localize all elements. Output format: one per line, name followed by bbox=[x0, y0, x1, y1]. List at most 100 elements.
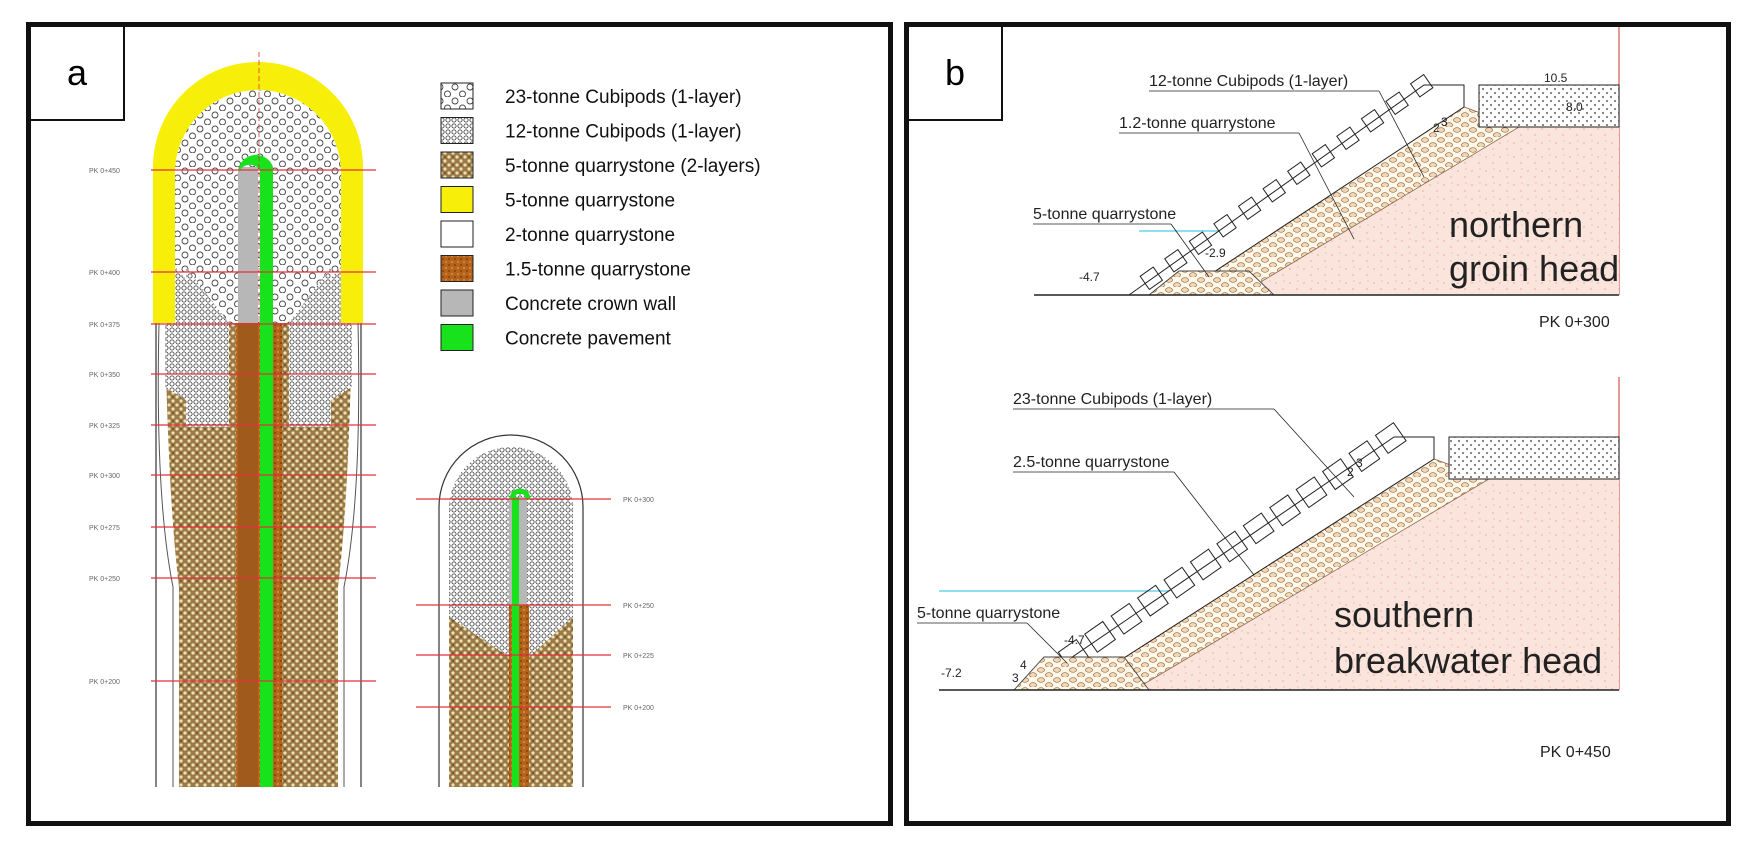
south-elev-toe: -4.7 bbox=[1064, 633, 1085, 647]
north-cubipod-5 bbox=[1262, 178, 1287, 203]
legend-label-1: 12-tonne Cubipods (1-layer) bbox=[505, 122, 742, 143]
legend-label-5: 1.5-tonne quarrystone bbox=[505, 260, 691, 281]
south-cubipod-6 bbox=[1189, 548, 1222, 581]
south-cubipod-12 bbox=[1348, 440, 1381, 473]
south-cubipod-2 bbox=[1084, 620, 1117, 653]
legend: 23-tonne Cubipods (1-layer) 12-tonne Cubi… bbox=[440, 82, 761, 351]
small-green-pavement bbox=[512, 497, 519, 787]
south-cubipod-9 bbox=[1269, 494, 1302, 527]
small-pk-label-2: PK 0+225 bbox=[623, 653, 654, 660]
pk-label-3: PK 0+350 bbox=[89, 372, 120, 379]
north-cubipod-10 bbox=[1385, 91, 1409, 116]
south-toe-slope-v: 3 bbox=[1012, 671, 1019, 685]
yellow-5t-quarrystone-head bbox=[153, 62, 363, 323]
legend-swatch-yellow bbox=[440, 186, 474, 213]
north-leader-toe bbox=[1170, 223, 1210, 278]
south-cubipod-5 bbox=[1163, 566, 1196, 599]
north-cubipod-1 bbox=[1164, 248, 1188, 273]
south-leader-toe bbox=[1026, 622, 1068, 664]
legend-swatch-cubipod12 bbox=[440, 117, 474, 144]
north-cubipod-9 bbox=[1360, 108, 1385, 133]
south-core bbox=[1134, 479, 1619, 690]
cubipod-12-sides bbox=[165, 323, 352, 427]
south-crest-block bbox=[1448, 436, 1620, 480]
legend-swatch-orange bbox=[440, 255, 474, 282]
north-label-armour: 12-tonne Cubipods (1-layer) bbox=[1149, 73, 1348, 90]
south-slope-v: 2 bbox=[1347, 465, 1354, 479]
south-cubipod-11 bbox=[1321, 458, 1354, 491]
legend-label-6: Concrete crown wall bbox=[505, 294, 676, 315]
south-label-armour: 23-tonne Cubipods (1-layer) bbox=[1013, 391, 1212, 408]
legend-label-0: 23-tonne Cubipods (1-layer) bbox=[505, 87, 742, 108]
north-elev-base: -4.7 bbox=[1079, 270, 1100, 284]
south-label-toe: 5-tonne quarrystone bbox=[917, 605, 1060, 622]
pk-label-5: PK 0+300 bbox=[89, 473, 120, 480]
south-label-underlayer: 2.5-tonne quarrystone bbox=[1013, 454, 1170, 471]
north-elev-top: 10.5 bbox=[1544, 71, 1568, 85]
south-cubipod-3 bbox=[1110, 602, 1143, 635]
north-leader-armour bbox=[1378, 90, 1425, 178]
outline-inner bbox=[157, 322, 360, 787]
small-green-arc bbox=[509, 488, 531, 500]
legend-swatch-quarry5x2 bbox=[440, 151, 474, 179]
north-crest-block bbox=[1478, 84, 1620, 128]
pk-label-4: PK 0+325 bbox=[89, 423, 120, 430]
cross-section-drawing: 12-tonne Cubipods (1-layer) 1.2-tonne qua… bbox=[917, 27, 1620, 761]
legend-swatch-green bbox=[440, 324, 474, 351]
small-pk-label-3: PK 0+200 bbox=[623, 705, 654, 712]
north-elev-toe: -2.9 bbox=[1205, 246, 1226, 260]
legend-swatch-grey bbox=[440, 289, 474, 317]
north-slope-h: 3 bbox=[1441, 115, 1448, 129]
south-leader-armour bbox=[1273, 408, 1355, 498]
pk-label-1: PK 0+400 bbox=[89, 270, 120, 277]
north-cubipod-6 bbox=[1286, 161, 1311, 186]
north-pk: PK 0+300 bbox=[1539, 314, 1610, 331]
green-pavement-bar bbox=[260, 167, 272, 787]
legend-label-4: 2-tonne quarrystone bbox=[505, 225, 675, 246]
small-pk-label-1: PK 0+250 bbox=[623, 603, 654, 610]
south-title-1: southern bbox=[1334, 594, 1474, 635]
north-cubipod-2 bbox=[1188, 231, 1213, 256]
north-core bbox=[1239, 127, 1619, 295]
legend-label-7: Concrete pavement bbox=[505, 329, 672, 350]
pk-label-2: PK 0+375 bbox=[89, 322, 120, 329]
panel-b-tag: b bbox=[909, 27, 1003, 121]
small-pk-label-0: PK 0+300 bbox=[623, 497, 654, 504]
pk-label-0: PK 0+450 bbox=[89, 168, 120, 175]
legend-label-2: 5-tonne quarrystone (2-layers) bbox=[505, 156, 761, 177]
north-title-2: groin head bbox=[1449, 248, 1619, 289]
legend-swatch-cubipod23 bbox=[440, 82, 474, 110]
crown-wall-top bbox=[238, 167, 258, 325]
north-cubipod-7 bbox=[1311, 143, 1336, 168]
south-elev-base: -7.2 bbox=[941, 666, 962, 680]
legend-label-3: 5-tonne quarrystone bbox=[505, 191, 675, 212]
north-slope-v: 2 bbox=[1433, 121, 1440, 135]
north-title-1: northern bbox=[1449, 204, 1583, 245]
outline-left-right bbox=[155, 323, 362, 787]
south-cubipod-10 bbox=[1295, 476, 1328, 509]
legend-swatch-white bbox=[440, 220, 474, 248]
north-cubipod-3 bbox=[1213, 213, 1237, 238]
pk-label-6: PK 0+275 bbox=[89, 525, 120, 532]
crown-wall-base bbox=[238, 323, 258, 787]
south-cubipod-4 bbox=[1136, 584, 1169, 617]
panel-b-cross-sections: 12-tonne Cubipods (1-layer) 1.2-tonne qua… bbox=[904, 22, 1731, 826]
south-pk: PK 0+450 bbox=[1540, 744, 1611, 761]
small-quarry-sides bbox=[449, 617, 573, 787]
south-cubipod-13 bbox=[1374, 422, 1407, 455]
south-cubipod-8 bbox=[1242, 512, 1275, 545]
north-elev-mid: 8.0 bbox=[1566, 100, 1583, 114]
north-cubipod-11 bbox=[1409, 73, 1434, 98]
north-cubipod-0 bbox=[1139, 266, 1164, 291]
north-label-toe: 5-tonne quarrystone bbox=[1033, 206, 1176, 223]
north-cubipod-4 bbox=[1237, 196, 1262, 221]
panel-a-tag: a bbox=[31, 27, 125, 121]
south-slope-h: 3 bbox=[1356, 456, 1363, 470]
pk-label-7: PK 0+250 bbox=[89, 576, 120, 583]
plan-view-drawing: PK 0+450 PK 0+400 PK 0+375 PK 0+350 PK 0+325… bbox=[89, 52, 761, 787]
south-leader-under bbox=[1173, 471, 1255, 576]
north-label-underlayer: 1.2-tonne quarrystone bbox=[1119, 115, 1276, 132]
panel-a-plan-view: PK 0+450 PK 0+400 PK 0+375 PK 0+350 PK 0+325… bbox=[26, 22, 893, 826]
pk-label-8: PK 0+200 bbox=[89, 679, 120, 686]
south-title-2: breakwater head bbox=[1334, 640, 1602, 681]
